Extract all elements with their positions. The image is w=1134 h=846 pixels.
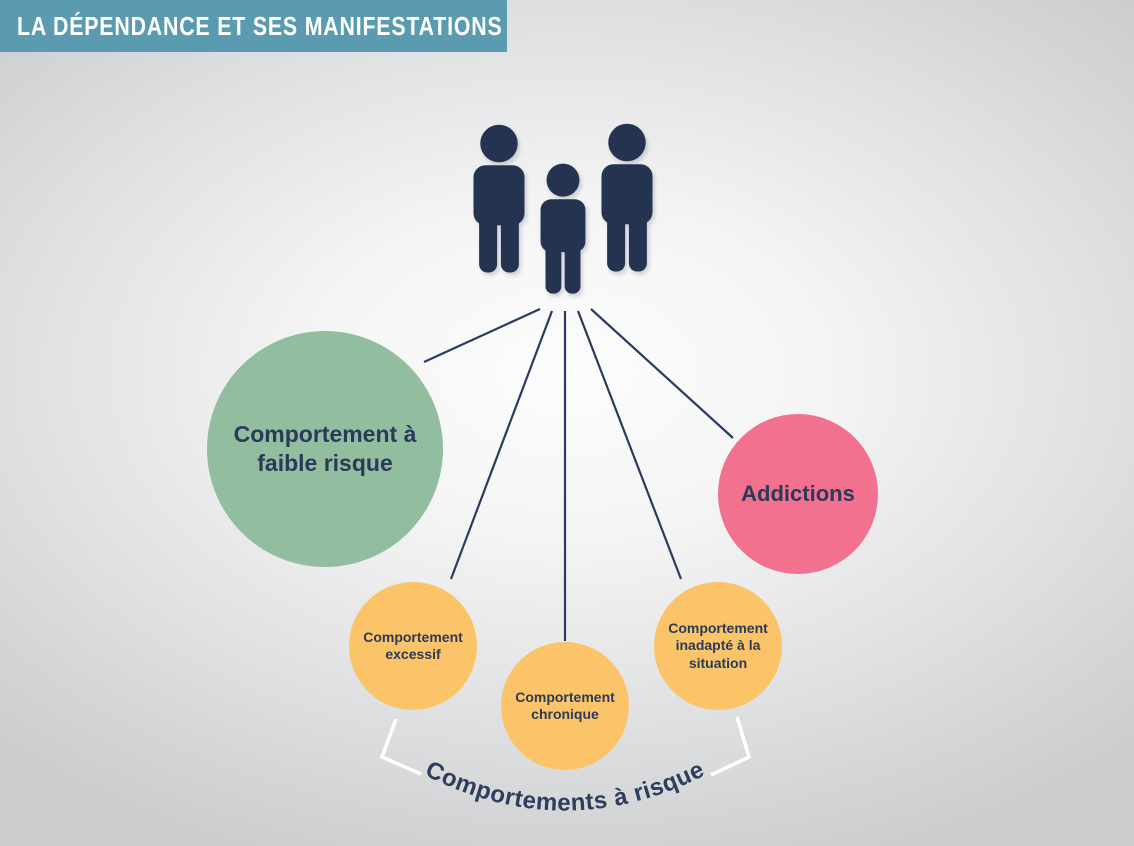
node-faible-risque: Comportement à faible risque: [207, 331, 443, 567]
connector-line: [576, 310, 683, 580]
person-icon-right: [601, 123, 653, 272]
connector-line: [423, 307, 541, 364]
connector-line: [449, 310, 554, 580]
node-label: Comportement excessif: [363, 628, 463, 663]
connector-lines: [423, 307, 734, 641]
group-bracket-right: [710, 716, 752, 777]
node-label: Comportement chronique: [515, 688, 615, 723]
person-icon-left: [473, 124, 525, 273]
node-excessif: Comportement excessif: [349, 582, 477, 710]
node-chronique: Comportement chronique: [501, 642, 629, 770]
node-inadapte: Comportement inadapté à la situation: [654, 582, 782, 710]
people-group-icon: [473, 123, 653, 294]
connector-line: [590, 308, 734, 439]
node-addictions: Addictions: [718, 414, 878, 574]
node-label: Comportement inadapté à la situation: [668, 619, 768, 671]
node-label: Addictions: [741, 481, 855, 507]
node-label: Comportement à faible risque: [233, 421, 417, 476]
page-title: LA DÉPENDANCE ET SES MANIFESTATIONS: [17, 10, 503, 41]
title-banner: LA DÉPENDANCE ET SES MANIFESTATIONS: [0, 0, 507, 52]
person-icon-middle: [540, 163, 586, 294]
group-bracket-left: [379, 718, 422, 776]
